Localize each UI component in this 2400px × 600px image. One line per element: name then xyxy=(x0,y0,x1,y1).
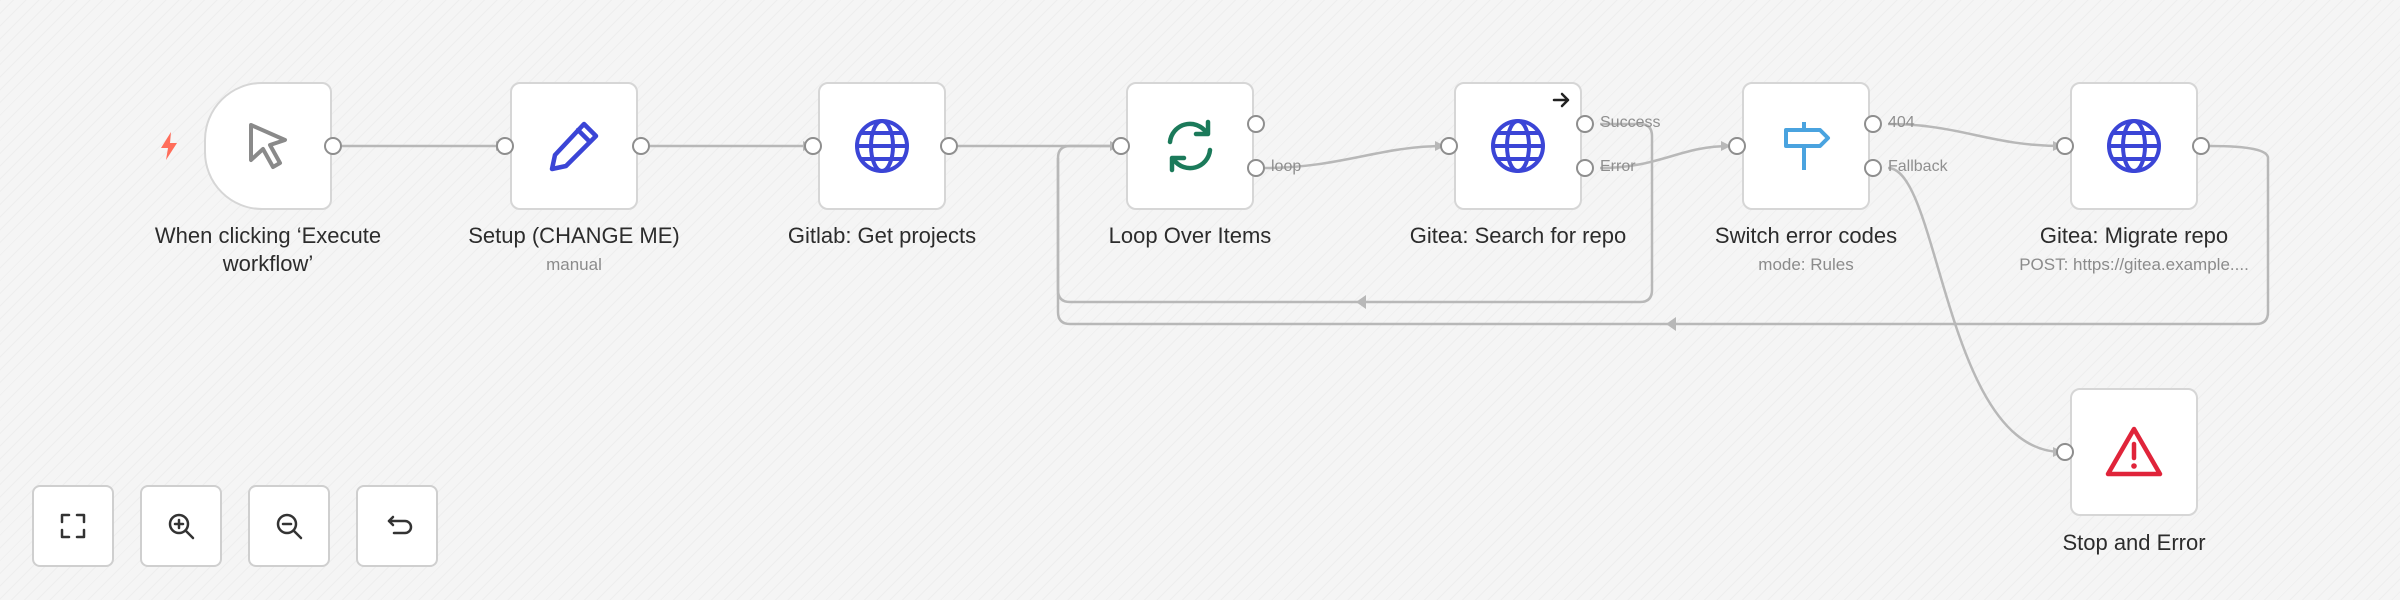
node-subtitle: POST: https://gitea.example.... xyxy=(2019,255,2249,274)
input-handle[interactable] xyxy=(1728,137,1746,155)
node-box[interactable] xyxy=(2070,388,2198,516)
return-arrow-2 xyxy=(1666,317,1676,331)
node-title: Loop Over Items xyxy=(1108,223,1272,248)
input-handle[interactable] xyxy=(496,137,514,155)
return-arrow-1 xyxy=(1356,295,1366,309)
fullscreen-icon xyxy=(60,513,86,539)
loop-output-handle[interactable] xyxy=(1247,159,1265,177)
success-output-handle[interactable] xyxy=(1576,115,1594,133)
pencil-icon xyxy=(549,121,599,172)
port-label-error: Error xyxy=(1600,158,1636,175)
output-handle[interactable] xyxy=(324,137,342,155)
edge-switch-stop xyxy=(1887,166,2063,457)
warning-icon xyxy=(2105,426,2163,477)
edge-search-switch xyxy=(1599,141,1731,170)
node-box[interactable] xyxy=(204,82,332,210)
port-label-fallback: Fallback xyxy=(1888,158,1948,175)
edge-search-return-loop xyxy=(1056,122,1654,304)
input-handle[interactable] xyxy=(1112,137,1130,155)
node-subtitle: manual xyxy=(546,255,602,274)
input-handle[interactable] xyxy=(2056,137,2074,155)
done-output-handle[interactable] xyxy=(1247,115,1265,133)
node-box[interactable] xyxy=(510,82,638,210)
output-handle[interactable] xyxy=(940,137,958,155)
zoom-out-button[interactable] xyxy=(248,485,330,567)
output-fallback-handle[interactable] xyxy=(1864,159,1882,177)
node-title: When clicking ‘Execute workflow’ xyxy=(154,223,382,276)
input-handle[interactable] xyxy=(2056,443,2074,461)
node-subtitle: mode: Rules xyxy=(1758,255,1854,274)
globe-icon xyxy=(855,119,909,173)
edge-switch-migrate xyxy=(1887,122,2063,151)
output-404-handle[interactable] xyxy=(1864,115,1882,133)
output-handle[interactable] xyxy=(632,137,650,155)
input-handle[interactable] xyxy=(1440,137,1458,155)
refresh-icon xyxy=(1167,119,1213,173)
port-label-success: Success xyxy=(1600,114,1661,131)
reset-zoom-button[interactable] xyxy=(356,485,438,567)
node-title: Switch error codes xyxy=(1714,223,1898,248)
globe-icon xyxy=(2107,119,2161,173)
node-box[interactable] xyxy=(1126,82,1254,210)
node-title: Gitea: Migrate repo xyxy=(2039,223,2229,248)
globe-icon xyxy=(1491,119,1545,173)
node-title: Gitea: Search for repo xyxy=(1409,223,1627,248)
error-output-handle[interactable] xyxy=(1576,159,1594,177)
node-title: Gitlab: Get projects xyxy=(787,223,977,248)
signpost-icon xyxy=(1784,122,1830,170)
node-title: Setup (CHANGE ME) xyxy=(468,223,680,248)
output-handle[interactable] xyxy=(2192,137,2210,155)
undo-icon xyxy=(387,515,413,535)
zoom-in-button[interactable] xyxy=(140,485,222,567)
node-box[interactable] xyxy=(1742,82,1870,210)
arrow-right-icon xyxy=(1552,92,1570,108)
input-handle[interactable] xyxy=(804,137,822,155)
port-label-404: 404 xyxy=(1888,114,1915,131)
fit-view-button[interactable] xyxy=(32,485,114,567)
node-title: Stop and Error xyxy=(2062,530,2206,555)
edge-migrate-return-loop xyxy=(1056,144,2270,326)
node-box[interactable] xyxy=(818,82,946,210)
port-label-loop: loop xyxy=(1271,158,1302,175)
cursor-icon xyxy=(249,123,287,169)
node-box[interactable] xyxy=(2070,82,2198,210)
node-box[interactable] xyxy=(1454,82,1582,210)
zoom-out-icon xyxy=(276,513,303,540)
zoom-in-icon xyxy=(168,513,195,540)
trigger-bolt-icon xyxy=(161,132,177,160)
edge-loop-search xyxy=(1264,141,1445,170)
